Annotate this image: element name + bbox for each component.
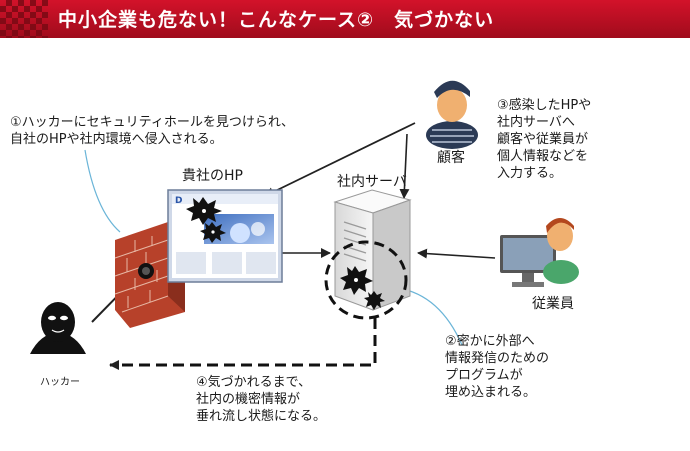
employee-label: 従業員 bbox=[532, 296, 574, 312]
hacker-icon bbox=[30, 302, 86, 354]
checker-pattern-icon bbox=[0, 0, 48, 38]
arrow-leak-to-hacker bbox=[109, 318, 377, 370]
page-title: 中小企業も危ない！こんなケース② 気づかない bbox=[58, 9, 495, 31]
title-bar: 中小企業も危ない！こんなケース② 気づかない bbox=[0, 0, 690, 38]
customer-label: 顧客 bbox=[437, 150, 465, 166]
arrow-customer-to-server bbox=[399, 133, 410, 199]
server-icon bbox=[333, 189, 412, 311]
company-server-label: 社内サーバ bbox=[337, 174, 407, 190]
note-step1: ①ハッカーにセキュリティホールを見つけられ、 自社のHPや社内環境へ侵入される。 bbox=[10, 115, 295, 147]
customer-person-icon bbox=[426, 80, 478, 149]
callout-leader-1 bbox=[84, 149, 121, 233]
website-screen-icon: D bbox=[167, 189, 283, 283]
note-step4: ④気づかれるまで、 社内の機密情報が 垂れ流し状態になる。 bbox=[196, 375, 327, 424]
note-step3: ③感染したHPや 社内サーバへ 顧客や従業員が 個人情報などを 入力する。 bbox=[497, 98, 592, 181]
infection-highlight-circle bbox=[324, 240, 408, 320]
note-step2: ②密かに外部へ 情報発信のための プログラムが 埋め込まれる。 bbox=[445, 334, 550, 400]
company-hp-label: 貴社のHP bbox=[182, 168, 243, 184]
svg-text:D: D bbox=[175, 196, 182, 206]
employee-person-icon bbox=[500, 218, 579, 287]
hacker-label: ハッカー bbox=[40, 377, 80, 388]
arrow-customer-to-hp bbox=[264, 122, 416, 197]
arrow-employee-to-server bbox=[417, 248, 496, 259]
